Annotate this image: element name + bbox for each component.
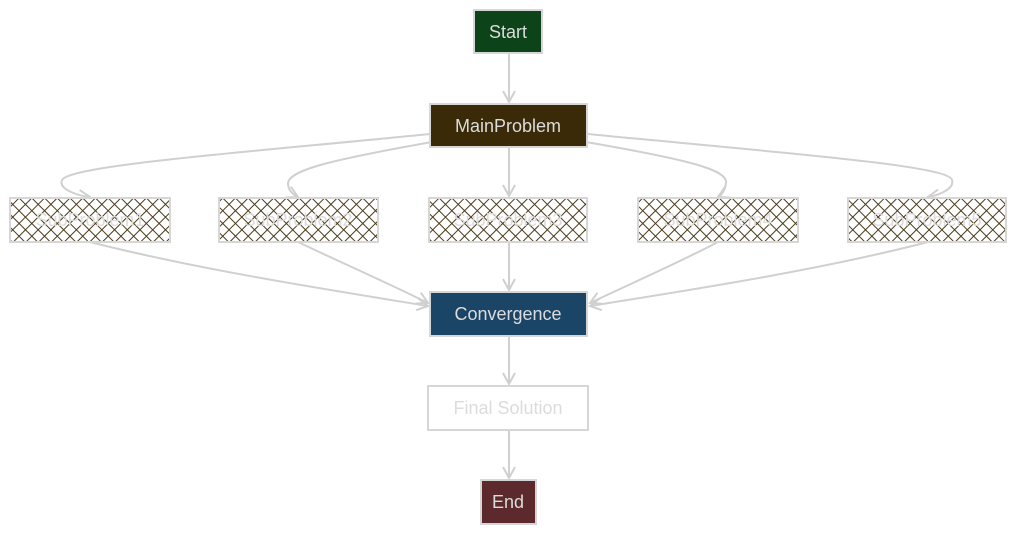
edge-main-sub4 xyxy=(585,141,726,197)
edge-main-sub5 xyxy=(587,133,954,197)
node-final-solution[interactable]: Final Solution xyxy=(427,385,589,431)
node-subproblem5[interactable]: SubProblem5 xyxy=(847,197,1007,243)
node-sub5-label: SubProblem5 xyxy=(872,210,981,230)
node-subproblem2[interactable]: SubProblem2 xyxy=(218,197,379,243)
edge-sub2-conv xyxy=(297,241,428,303)
node-subproblem1[interactable]: SubProblem1 xyxy=(9,197,171,243)
edge-main-sub1 xyxy=(60,133,431,197)
node-final-label: Final Solution xyxy=(453,398,562,418)
edge-main-sub2 xyxy=(288,141,433,197)
edge-sub5-conv xyxy=(590,241,929,306)
node-subproblem3[interactable]: SubProblem3 xyxy=(428,197,588,243)
node-start-label: Start xyxy=(489,22,527,42)
node-convergence[interactable]: Convergence xyxy=(429,291,588,337)
node-end[interactable]: End xyxy=(480,479,537,525)
node-convergence-label: Convergence xyxy=(454,304,561,324)
node-main-problem[interactable]: MainProblem xyxy=(429,103,588,148)
edges xyxy=(60,53,954,478)
node-start[interactable]: Start xyxy=(473,9,543,54)
node-main-label: MainProblem xyxy=(455,116,561,136)
edge-sub4-conv xyxy=(590,241,719,303)
node-sub4-label: SubProblem4 xyxy=(663,210,772,230)
node-sub3-label: SubProblem3 xyxy=(453,210,562,230)
node-subproblem4[interactable]: SubProblem4 xyxy=(637,197,799,243)
node-sub1-label: SubProblem1 xyxy=(35,210,144,230)
edge-sub1-conv xyxy=(89,241,428,306)
node-end-label: End xyxy=(492,492,524,512)
node-sub2-label: SubProblem2 xyxy=(243,210,352,230)
